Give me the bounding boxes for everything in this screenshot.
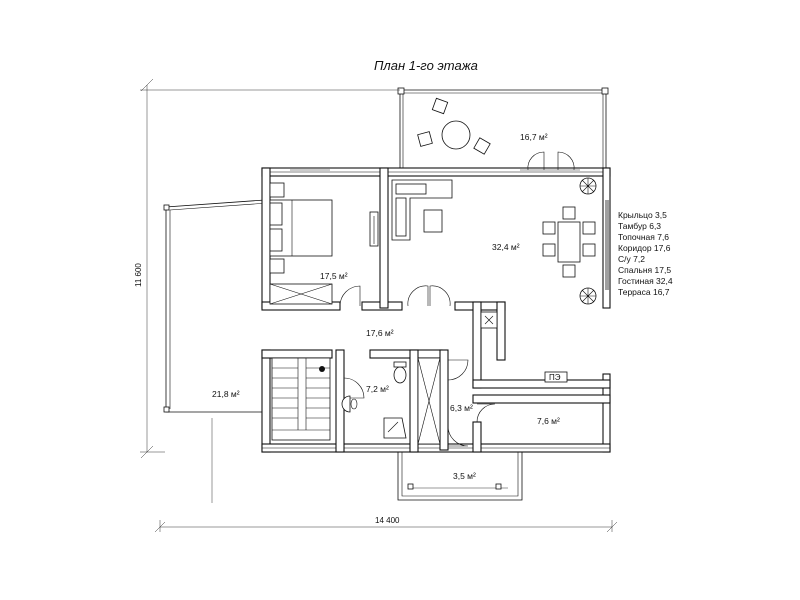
room-area-terrace-top: 16,7 м² — [520, 132, 548, 142]
room-area-porch: 3,5 м² — [453, 471, 476, 481]
room-area-corridor: 17,6 м² — [366, 328, 394, 338]
room-labels: 16,7 м² 32,4 м² 17,5 м² 17,6 м² 7,2 м² 6… — [212, 132, 560, 481]
living-furniture — [290, 169, 597, 305]
legend-item: Терраса 16,7 — [618, 287, 670, 297]
bedroom-furniture — [269, 182, 379, 305]
legend-item: Тамбур 6,3 — [618, 221, 661, 231]
doors — [339, 151, 575, 447]
dimension-width: 14 400 — [154, 516, 618, 533]
legend-item: Топочная 7,6 — [618, 232, 669, 242]
room-area-bedroom: 17,5 м² — [320, 271, 348, 281]
top-terrace — [397, 87, 609, 170]
kitchen-fixtures: ПЭ — [480, 311, 568, 383]
room-area-terrace-left: 21,8 м² — [212, 389, 240, 399]
left-terrace — [163, 199, 269, 503]
wc-fixtures — [341, 357, 441, 445]
interior-walls — [261, 167, 611, 453]
room-area-wc: 7,2 м² — [366, 384, 389, 394]
legend-item: Крыльцо 3,5 — [618, 210, 667, 220]
porch — [397, 452, 523, 501]
stairs — [271, 357, 331, 441]
dimension-height-label: 11 600 — [134, 263, 143, 287]
room-area-boiler: 7,6 м² — [537, 416, 560, 426]
legend-item: Коридор 17,6 — [618, 243, 671, 253]
stair-arrow-dot — [319, 366, 325, 372]
room-area-vestibule: 6,3 м² — [450, 403, 473, 413]
legend-item: Гостиная 32,4 — [618, 276, 673, 286]
room-legend: Крыльцо 3,5 Тамбур 6,3 Топочная 7,6 Кори… — [618, 210, 673, 297]
room-area-living: 32,4 м² — [492, 242, 520, 252]
dimension-height: 11 600 — [134, 78, 400, 459]
legend-item: Спальня 17,5 — [618, 265, 671, 275]
dimension-width-label: 14 400 — [375, 516, 400, 525]
plan-title: План 1-го этажа — [374, 58, 478, 73]
legend-item: С/у 7,2 — [618, 254, 645, 264]
stove-label: ПЭ — [549, 373, 561, 382]
